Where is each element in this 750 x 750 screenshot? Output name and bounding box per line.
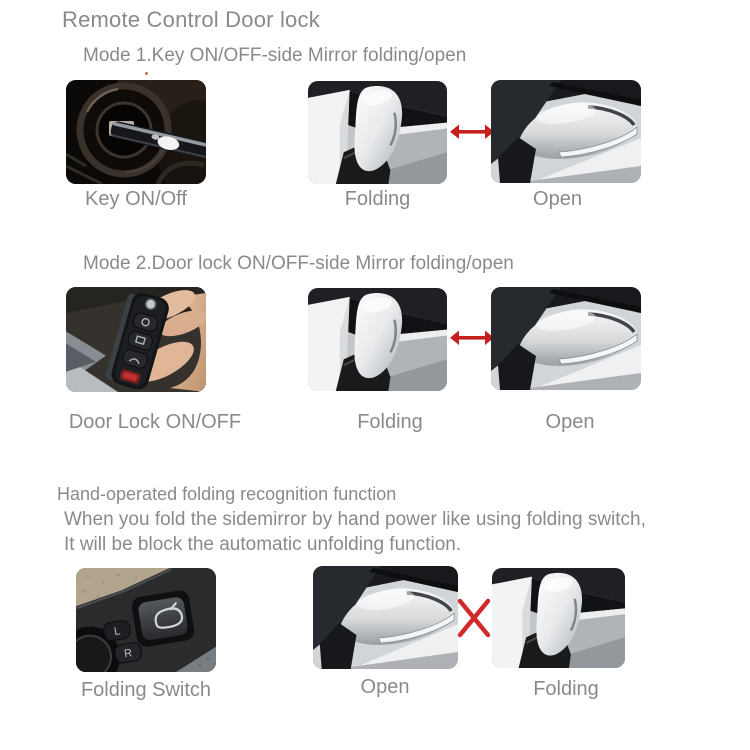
caption-folding-1: Folding [344, 188, 411, 210]
section3-body-line1: When you fold the sidemirror by hand pow… [64, 509, 646, 530]
caption-folding-3: Folding [533, 678, 599, 700]
open-mirror-icon [313, 566, 458, 669]
red-speck [145, 72, 148, 75]
remote-key-icon [66, 287, 206, 392]
double-arrow-icon [450, 124, 494, 139]
caption-folding-switch: Folding Switch [80, 679, 212, 701]
folded-mirror-icon [308, 288, 447, 391]
folding-switch-icon [76, 568, 216, 672]
caption-open-1: Open [533, 188, 582, 210]
section3-heading: Hand-operated folding recognition functi… [57, 484, 397, 504]
section1-heading: Mode 1.Key ON/OFF-side Mirror folding/op… [83, 45, 467, 66]
folded-mirror-photo [308, 81, 447, 184]
caption-open-3: Open [360, 676, 410, 698]
section2-heading: Mode 2.Door lock ON/OFF-side Mirror fold… [83, 253, 514, 274]
folded-mirror-icon [492, 568, 625, 668]
open-mirror-icon [491, 287, 641, 390]
section3-body-line2: It will be block the automatic unfolding… [64, 534, 462, 555]
ignition-key-photo [66, 80, 206, 184]
open-mirror-photo [491, 80, 641, 183]
folded-mirror-icon [308, 81, 447, 184]
open-mirror-icon [491, 80, 641, 183]
ignition-key-icon [66, 80, 206, 184]
caption-open-2: Open [545, 411, 595, 433]
caption-key-on-off: Key ON/Off [85, 188, 187, 210]
folding-switch-photo [76, 568, 216, 672]
folded-mirror-photo [492, 568, 625, 668]
x-icon [456, 597, 492, 639]
open-mirror-photo [313, 566, 458, 669]
remote-key-photo [66, 287, 206, 392]
caption-door-lock: Door Lock ON/OFF [68, 411, 242, 433]
open-mirror-photo [491, 287, 641, 390]
caption-folding-2: Folding [357, 411, 423, 433]
double-arrow-icon [450, 330, 494, 345]
folded-mirror-photo [308, 288, 447, 391]
page-title: Remote Control Door lock [62, 7, 320, 32]
